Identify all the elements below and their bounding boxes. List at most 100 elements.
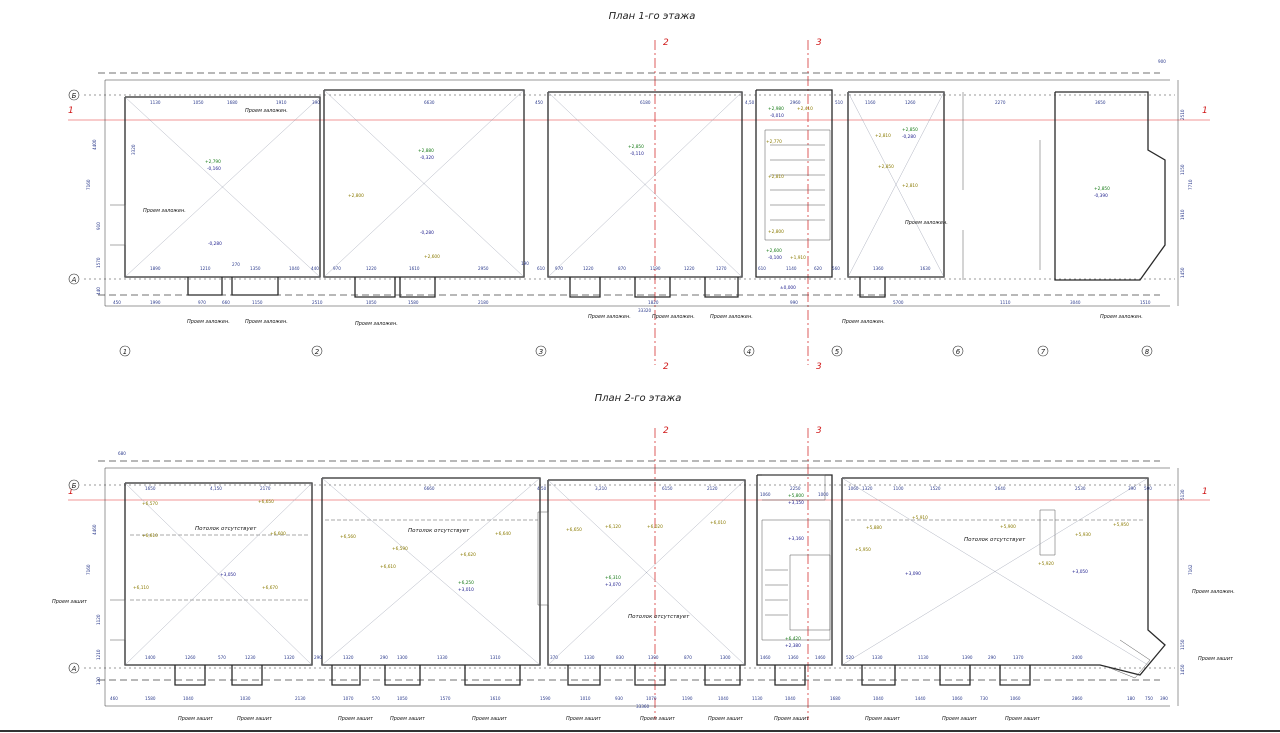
- dim: 1300: [720, 655, 731, 661]
- col-axis-6: 6: [956, 348, 961, 356]
- dim: 620: [814, 266, 822, 272]
- dim: 1220: [583, 266, 594, 272]
- dim: 1450: [1180, 267, 1186, 278]
- dim: 1570: [440, 696, 451, 702]
- dim: 1110: [1000, 300, 1011, 306]
- opening-note: Проем зашит: [237, 716, 273, 722]
- level-mark: +3,010: [458, 587, 474, 593]
- dim: 750: [1145, 696, 1153, 702]
- dim: 390: [1128, 486, 1136, 492]
- level-mark: -0,280: [208, 241, 222, 247]
- dim: 1450: [1180, 664, 1186, 675]
- dim: 1040: [785, 696, 796, 702]
- dim: 1360: [788, 655, 799, 661]
- row-axis-a: А: [71, 276, 77, 284]
- level-mark: +6,610: [380, 564, 396, 570]
- dim: 3320: [131, 144, 137, 155]
- dim: 1050: [366, 300, 377, 306]
- dim: 830: [616, 655, 624, 661]
- dim: 1050: [193, 100, 204, 106]
- level-mark: +6,120: [605, 524, 621, 530]
- dim: 390: [1160, 696, 1168, 702]
- level-mark: +1,910: [790, 255, 806, 261]
- dim: 4,50: [745, 100, 755, 106]
- opening-note: Проем зашит: [566, 716, 602, 722]
- dim: 520: [846, 655, 854, 661]
- dim: 500: [1144, 486, 1152, 492]
- dim: 1320: [862, 486, 873, 492]
- opening-note: Проем заложен.: [187, 319, 230, 325]
- dim: 1610: [490, 696, 501, 702]
- dim: 570: [372, 696, 380, 702]
- dim: 1160: [865, 100, 876, 106]
- level-mark: +5,930: [1075, 532, 1091, 538]
- room-note: Потолок отсутствует: [964, 537, 1026, 543]
- dim: 1130: [918, 655, 929, 661]
- dim: 120: [96, 677, 102, 685]
- cut-2-bottom: 2: [663, 362, 669, 372]
- dim: 7710: [1188, 179, 1194, 190]
- dim: 1630: [920, 266, 931, 272]
- dim: 1150: [252, 300, 263, 306]
- plan-1-title: План 1-го этажа: [609, 11, 696, 22]
- level-mark: +6,420: [785, 636, 801, 642]
- dim: 560: [832, 266, 840, 272]
- dim: 1460: [815, 655, 826, 661]
- level-mark: +3,090: [905, 571, 921, 577]
- dim: 180: [1127, 696, 1135, 702]
- level-mark: +6,670: [262, 585, 278, 591]
- dim: 660: [222, 300, 230, 306]
- opening-note: Проем зашит: [52, 599, 88, 605]
- opening-note-extra: Проем зашит: [1198, 656, 1234, 662]
- opening-note: Проем заложен.: [710, 314, 753, 320]
- dim: 2640: [995, 486, 1006, 492]
- dim: 1890: [150, 266, 161, 272]
- plan-floor-2: План 2-го этажа 1 1 2 3 Б А: [52, 393, 1235, 722]
- dim: 6180: [640, 100, 651, 106]
- dim: 6660: [424, 486, 435, 492]
- level-mark: +6,250: [458, 580, 474, 586]
- level-mark: +2,850: [878, 164, 894, 170]
- dim: 1070: [343, 696, 354, 702]
- level-mark: +2,810: [768, 174, 784, 180]
- row-mark-1-left: 1: [68, 487, 74, 497]
- dim: 1060: [1010, 696, 1021, 702]
- level-mark: +3,050: [220, 572, 236, 578]
- level-mark: -0,010: [770, 113, 784, 119]
- dim: 570: [218, 655, 226, 661]
- dim: 2180: [478, 300, 489, 306]
- opening-note: Проем зашит: [865, 716, 901, 722]
- row-axis-a: А: [71, 665, 77, 673]
- dim: 5130: [1180, 489, 1186, 500]
- dim: 450: [535, 100, 543, 106]
- dim: 1300: [397, 655, 408, 661]
- dim: 1060: [952, 696, 963, 702]
- level-mark: +5,950: [855, 547, 871, 553]
- dim: 2400: [1072, 655, 1083, 661]
- dim: 1580: [145, 696, 156, 702]
- dim: 1320: [343, 655, 354, 661]
- dim: 440: [311, 266, 319, 272]
- dim: 1260: [905, 100, 916, 106]
- level-mark: +6,650: [258, 499, 274, 505]
- level-mark: +3,150: [788, 500, 804, 506]
- dim: 1910: [276, 100, 287, 106]
- col-axis-1: 1: [123, 348, 127, 356]
- dim: 1260: [185, 655, 196, 661]
- dim: 2960: [790, 100, 801, 106]
- dim: 2120: [707, 486, 718, 492]
- dim: 1060: [848, 486, 859, 492]
- dim: 3650: [1095, 100, 1106, 106]
- row-axis-b: Б: [72, 92, 77, 100]
- dim: 1070: [646, 696, 657, 702]
- level-mark: -0,280: [420, 230, 434, 236]
- dim: 1320: [284, 655, 295, 661]
- level-mark: -0,320: [420, 155, 434, 161]
- dim: 390: [312, 100, 320, 106]
- plan-floor-1: План 1-го этажа 1 1 2 2 3 3 Б А: [68, 11, 1210, 372]
- opening-note: Проем зашит: [472, 716, 508, 722]
- opening-note: Проем заложен.: [245, 108, 288, 114]
- dim: 1520: [930, 486, 941, 492]
- plan-2-title: План 2-го этажа: [595, 393, 682, 404]
- level-mark: +6,650: [566, 527, 582, 533]
